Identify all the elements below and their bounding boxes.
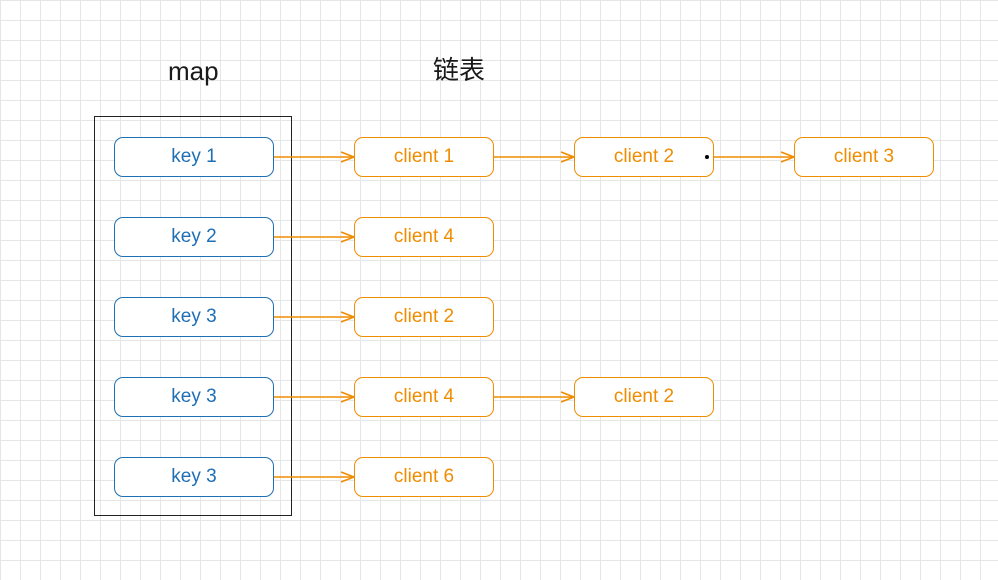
map-key-node: key 3 bbox=[114, 377, 274, 417]
map-container bbox=[94, 116, 292, 516]
client-node: client 4 bbox=[354, 377, 494, 417]
linked-list-title: 链表 bbox=[433, 56, 486, 86]
client-node: client 1 bbox=[354, 137, 494, 177]
client-node: client 4 bbox=[354, 217, 494, 257]
client-node: client 2 bbox=[354, 297, 494, 337]
client-node: client 2 bbox=[574, 377, 714, 417]
map-title: map bbox=[168, 56, 219, 86]
client-node: client 3 bbox=[794, 137, 934, 177]
client-node: client 2 bbox=[574, 137, 714, 177]
client-node: client 6 bbox=[354, 457, 494, 497]
dot-mark bbox=[705, 155, 709, 159]
map-key-node: key 1 bbox=[114, 137, 274, 177]
map-key-node: key 2 bbox=[114, 217, 274, 257]
map-key-node: key 3 bbox=[114, 297, 274, 337]
map-key-node: key 3 bbox=[114, 457, 274, 497]
